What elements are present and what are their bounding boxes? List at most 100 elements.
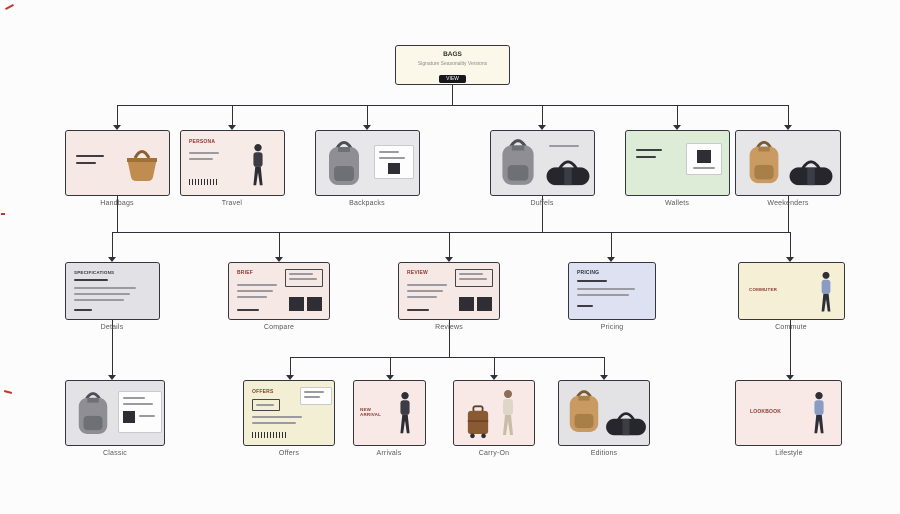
swatch bbox=[289, 297, 304, 311]
connector-arrow bbox=[673, 125, 681, 130]
connector-line bbox=[604, 357, 605, 375]
connector-rail bbox=[290, 357, 604, 358]
text-line bbox=[252, 416, 302, 418]
connector-rail bbox=[112, 232, 791, 233]
duffel-icon bbox=[546, 160, 590, 186]
node-commuter[interactable]: COMMUTER bbox=[738, 262, 845, 320]
node-offers[interactable]: OFFERS bbox=[243, 380, 335, 446]
node-handbags[interactable] bbox=[65, 130, 170, 196]
connector-arrow bbox=[228, 125, 236, 130]
text-line bbox=[74, 287, 136, 289]
text-line bbox=[577, 280, 607, 282]
node-classic[interactable] bbox=[65, 380, 165, 446]
text-line bbox=[74, 293, 130, 295]
root-button[interactable]: VIEW bbox=[439, 75, 466, 83]
node-carry-on[interactable] bbox=[453, 380, 535, 446]
person-icon bbox=[400, 392, 410, 434]
text-line bbox=[304, 396, 320, 398]
connector-line bbox=[542, 196, 543, 232]
text-line bbox=[636, 149, 662, 151]
node-caption: Duffels bbox=[530, 200, 554, 207]
connector-line bbox=[112, 320, 113, 375]
connector-line bbox=[790, 232, 791, 257]
person-icon bbox=[821, 271, 831, 312]
node-heading: NEW ARRIVAL bbox=[360, 407, 382, 417]
text-line bbox=[636, 156, 656, 158]
root-node[interactable]: BAGS Signature Seasonality Versions VIEW bbox=[395, 45, 510, 85]
text-line bbox=[74, 309, 92, 311]
text-line bbox=[74, 279, 108, 281]
text-line bbox=[252, 422, 296, 424]
info-box bbox=[455, 269, 493, 287]
node-caption: Arrivals bbox=[376, 450, 402, 457]
text-line bbox=[304, 391, 324, 393]
node-caption: Wallets bbox=[664, 200, 690, 207]
text-line bbox=[379, 157, 405, 159]
text-line bbox=[123, 403, 153, 405]
node-caption: Backpacks bbox=[349, 200, 385, 207]
node-weekenders[interactable] bbox=[735, 130, 841, 196]
node-duffels[interactable] bbox=[490, 130, 595, 196]
node-caption: Compare bbox=[263, 324, 295, 331]
promo-code-box bbox=[252, 399, 280, 411]
text-line bbox=[189, 152, 219, 154]
connector-line bbox=[112, 232, 113, 257]
text-line bbox=[289, 278, 317, 280]
barcode-graphic bbox=[252, 432, 286, 438]
node-heading: LOOKBOOK bbox=[750, 409, 782, 415]
connector-arrow bbox=[286, 375, 294, 380]
node-backpacks[interactable] bbox=[315, 130, 420, 196]
node-pricing[interactable]: PRICING bbox=[568, 262, 656, 320]
info-box bbox=[285, 269, 323, 287]
node-caption: Offers bbox=[278, 450, 300, 457]
text-line bbox=[459, 278, 487, 280]
text-line bbox=[237, 284, 277, 286]
node-heading: PERSONA bbox=[189, 139, 216, 145]
node-caption: Pricing bbox=[600, 324, 624, 331]
swatch bbox=[477, 297, 492, 311]
connector-arrow bbox=[386, 375, 394, 380]
node-review[interactable]: REVIEW bbox=[398, 262, 500, 320]
node-editions[interactable] bbox=[558, 380, 650, 446]
mini-product-card bbox=[686, 143, 722, 175]
node-new-arrival[interactable]: NEW ARRIVAL bbox=[353, 380, 426, 446]
node-persona[interactable]: PERSONA bbox=[180, 130, 285, 196]
node-brief[interactable]: BRIEF bbox=[228, 262, 330, 320]
node-specifications[interactable]: SPECIFICATIONS bbox=[65, 262, 160, 320]
connector-arrow bbox=[786, 375, 794, 380]
connector-arrow bbox=[275, 257, 283, 262]
barcode-graphic bbox=[189, 179, 219, 185]
text-line bbox=[577, 288, 635, 290]
connector-line bbox=[611, 232, 612, 257]
node-heading: BRIEF bbox=[237, 270, 253, 276]
backpack-icon bbox=[749, 140, 779, 184]
text-line bbox=[189, 158, 213, 160]
connector-line bbox=[677, 105, 678, 125]
connector-line bbox=[290, 357, 291, 375]
connector-arrow bbox=[113, 125, 121, 130]
node-wallets[interactable] bbox=[625, 130, 730, 196]
connector-arrow bbox=[445, 257, 453, 262]
red-annotation-mark bbox=[5, 4, 14, 10]
text-line bbox=[407, 284, 447, 286]
connector-line bbox=[452, 85, 453, 105]
node-heading: OFFERS bbox=[252, 389, 274, 395]
product-thumb bbox=[388, 163, 400, 174]
text-line bbox=[693, 167, 715, 169]
text-line bbox=[237, 296, 267, 298]
connector-line bbox=[788, 105, 789, 125]
connector-arrow bbox=[490, 375, 498, 380]
text-line bbox=[237, 290, 273, 292]
handbag-icon bbox=[127, 150, 157, 181]
connector-line bbox=[232, 105, 233, 125]
backpack-icon bbox=[569, 390, 599, 432]
node-lookbook[interactable]: LOOKBOOK bbox=[735, 380, 842, 446]
text-line bbox=[407, 290, 443, 292]
connector-line bbox=[788, 196, 789, 232]
connector-arrow bbox=[363, 125, 371, 130]
root-subtitle: Signature Seasonality Versions bbox=[417, 61, 488, 67]
connector-line bbox=[367, 105, 368, 125]
connector-line bbox=[449, 232, 450, 257]
node-heading: PRICING bbox=[577, 270, 600, 276]
person-icon bbox=[503, 390, 513, 435]
